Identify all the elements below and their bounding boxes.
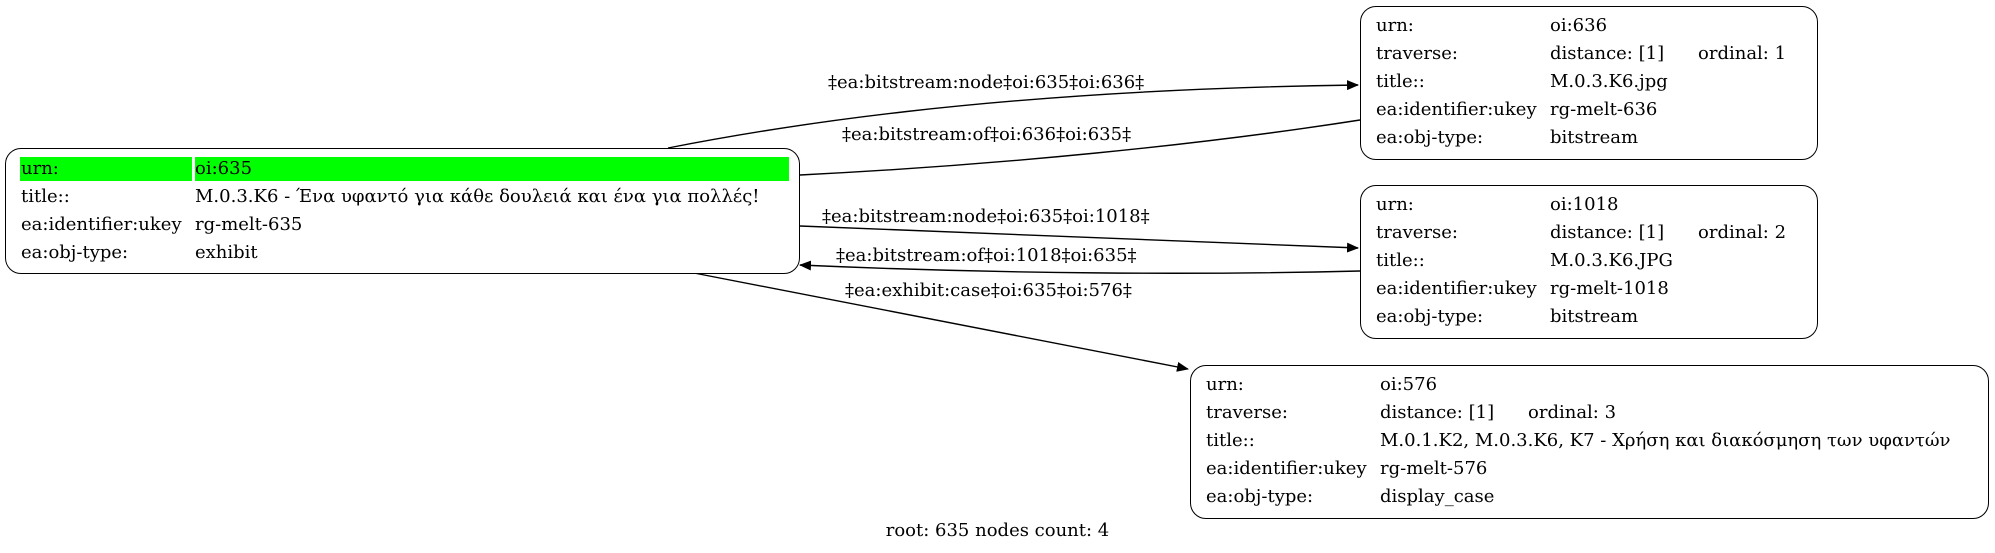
- node-oi-635[interactable]: urn: oi:635 title:: M.0.3.K6 - Ένα υφαντ…: [5, 148, 800, 274]
- row-value: bitstream: [1550, 127, 1639, 148]
- row-key: title::: [1376, 71, 1425, 92]
- row-key: urn:: [1376, 194, 1414, 215]
- row-key: urn:: [20, 157, 192, 181]
- edge-635-to-576: [693, 272, 1189, 372]
- edge-label-636-635: ‡ea:bitstream:of‡oi:636‡oi:635‡: [842, 124, 1131, 145]
- row-value: oi:576: [1380, 374, 1438, 395]
- row-value: M.0.3.K6.jpg: [1550, 71, 1668, 92]
- node-oi-636[interactable]: urn: oi:636 traverse: distance: [1] ordi…: [1360, 6, 1818, 160]
- row-value: rg-melt-1018: [1550, 278, 1669, 299]
- row-key: urn:: [1206, 374, 1244, 395]
- row-key: ea:obj-type:: [1376, 306, 1484, 327]
- graph-footer: root: 635 nodes count: 4: [885, 520, 1110, 541]
- row-key: ea:obj-type:: [1376, 127, 1484, 148]
- row-key: title::: [21, 186, 70, 207]
- row-value: rg-melt-636: [1550, 99, 1658, 120]
- edge-label-1018-635: ‡ea:bitstream:of‡oi:1018‡oi:635‡: [836, 245, 1137, 266]
- node-oi-1018[interactable]: urn: oi:1018 traverse: distance: [1] ord…: [1360, 185, 1818, 339]
- row-key: urn:: [1376, 15, 1414, 36]
- row-key: traverse:: [1376, 222, 1458, 243]
- row-key: ea:identifier:ukey: [1376, 278, 1537, 299]
- row-key: ea:identifier:ukey: [1376, 99, 1537, 120]
- edge-635-to-636: [667, 80, 1359, 149]
- row-key: title::: [1376, 250, 1425, 271]
- row-extra: ordinal: 3: [1528, 402, 1617, 423]
- row-value: M.0.1.K2, M.0.3.K6, K7 - Χρήση και διακό…: [1380, 430, 1951, 451]
- row-value: distance: [1]: [1550, 43, 1665, 64]
- row-value: oi:1018: [1550, 194, 1619, 215]
- node-oi-576[interactable]: urn: oi:576 traverse: distance: [1] ordi…: [1190, 365, 1989, 519]
- row-key: ea:obj-type:: [1206, 486, 1314, 507]
- row-value: oi:636: [1550, 15, 1608, 36]
- edge-label-635-636: ‡ea:bitstream:node‡oi:635‡oi:636‡: [828, 72, 1144, 93]
- edge-label-635-576: ‡ea:exhibit:case‡oi:635‡oi:576‡: [845, 280, 1132, 301]
- row-value: M.0.3.K6 - Ένα υφαντό για κάθε δουλειά κ…: [195, 186, 760, 207]
- row-value: distance: [1]: [1380, 402, 1495, 423]
- row-value: oi:635: [195, 157, 789, 181]
- edge-1018-to-635: [799, 260, 1361, 274]
- row-extra: ordinal: 1: [1698, 43, 1787, 64]
- row-extra: ordinal: 2: [1698, 222, 1787, 243]
- row-value: rg-melt-635: [195, 214, 303, 235]
- row-value: exhibit: [195, 242, 258, 263]
- row-key: ea:obj-type:: [21, 242, 129, 263]
- row-key: title::: [1206, 430, 1255, 451]
- row-value: rg-melt-576: [1380, 458, 1488, 479]
- row-key: ea:identifier:ukey: [1206, 458, 1367, 479]
- row-value: M.0.3.K6.JPG: [1550, 250, 1673, 271]
- row-value: display_case: [1380, 486, 1495, 507]
- edge-label-635-1018: ‡ea:bitstream:node‡oi:635‡oi:1018‡: [822, 206, 1150, 227]
- edge-635-to-1018: [799, 225, 1359, 253]
- row-key: ea:identifier:ukey: [21, 214, 182, 235]
- row-key: traverse:: [1376, 43, 1458, 64]
- row-key: traverse:: [1206, 402, 1288, 423]
- row-value: distance: [1]: [1550, 222, 1665, 243]
- edge-636-to-635-line: [799, 119, 1361, 176]
- row-value: bitstream: [1550, 306, 1639, 327]
- node-row-urn: urn: oi:635: [20, 157, 792, 181]
